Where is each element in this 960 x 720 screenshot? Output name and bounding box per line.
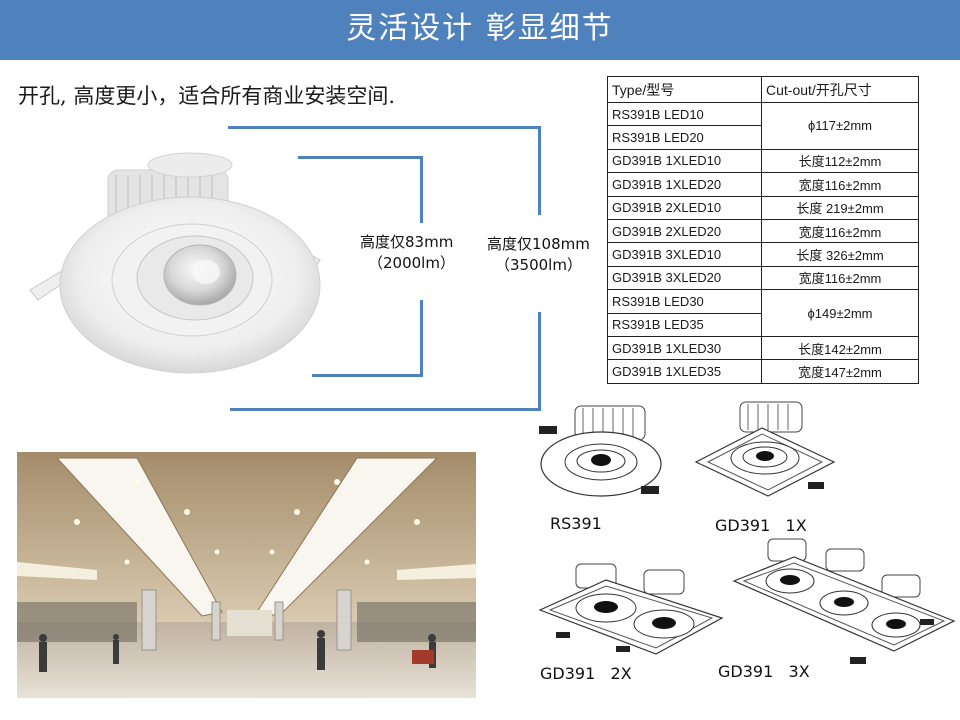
model-cell: GD391B 1XLED20: [607, 172, 762, 197]
height-bracket-small-bottom: [312, 300, 423, 377]
model-cell: GD391B 3XLED10: [607, 242, 762, 267]
height-value-small: 高度仅83mm: [360, 233, 454, 251]
cutout-cell: 宽度116±2mm: [761, 265, 919, 291]
model-cell: RS391B LED20: [607, 125, 762, 150]
height-bracket-small-top: [298, 156, 423, 223]
cutout-cell: ϕ149±2mm: [761, 289, 919, 337]
height-bracket-large-bottom: [230, 312, 541, 411]
model-cell: GD391B 1XLED10: [607, 148, 762, 174]
gd391-3x-drawing: [732, 538, 956, 664]
subtitle: 开孔, 高度更小，适合所有商业安装空间.: [18, 84, 396, 108]
lumen-value-small: （2000lm）: [368, 254, 455, 272]
model-cell: GD391B 2XLED20: [607, 218, 762, 244]
header-cutout: Cut-out/开孔尺寸: [761, 76, 919, 103]
gd391-1x-drawing: [694, 401, 836, 497]
model-cell: RS391B LED10: [607, 101, 762, 127]
height-bracket-large-top: [228, 126, 541, 215]
spotlight-product-image: [29, 152, 321, 374]
model-cell: GD391B 1XLED35: [607, 359, 762, 384]
lumen-value-large: （3500lm）: [495, 256, 582, 274]
model-cell: GD391B 2XLED10: [607, 195, 762, 220]
cutout-cell: 长度112±2mm: [761, 148, 919, 174]
cutout-cell: 宽度147±2mm: [761, 359, 919, 384]
rs391-drawing: [539, 405, 662, 497]
cutout-cell: ϕ117±2mm: [761, 102, 919, 150]
table-header-row: Type/型号 Cut-out/开孔尺寸: [607, 76, 919, 103]
table-row: RS391B LED35: [607, 312, 919, 337]
model-cell: RS391B LED30: [607, 289, 762, 314]
cutout-cell: 宽度116±2mm: [761, 172, 919, 197]
cutout-cell: 宽度116±2mm: [761, 218, 919, 244]
label-rs391: RS391: [550, 514, 602, 533]
model-cell: GD391B 1XLED30: [607, 335, 762, 361]
height-label-large: 高度仅108mm （3500lm）: [487, 234, 590, 276]
model-cell: RS391B LED35: [607, 312, 762, 337]
title-banner: [0, 0, 960, 60]
gd391-2x-drawing: [538, 563, 724, 655]
model-cell: GD391B 3XLED20: [607, 265, 762, 291]
cutout-cell: 长度 326±2mm: [761, 242, 919, 267]
label-gd391-3x: GD391 3X: [718, 662, 810, 681]
cutout-cell: 长度142±2mm: [761, 335, 919, 361]
header-type: Type/型号: [607, 76, 762, 103]
mall-interior-photo: [17, 452, 476, 698]
height-value-large: 高度仅108mm: [487, 235, 590, 253]
label-gd391-2x: GD391 2X: [540, 664, 632, 683]
cutout-cell: 长度 219±2mm: [761, 195, 919, 220]
label-gd391-1x: GD391 1X: [715, 516, 807, 535]
page-title: 灵活设计 彰显细节: [346, 11, 614, 46]
height-label-small: 高度仅83mm （2000lm）: [360, 232, 455, 274]
